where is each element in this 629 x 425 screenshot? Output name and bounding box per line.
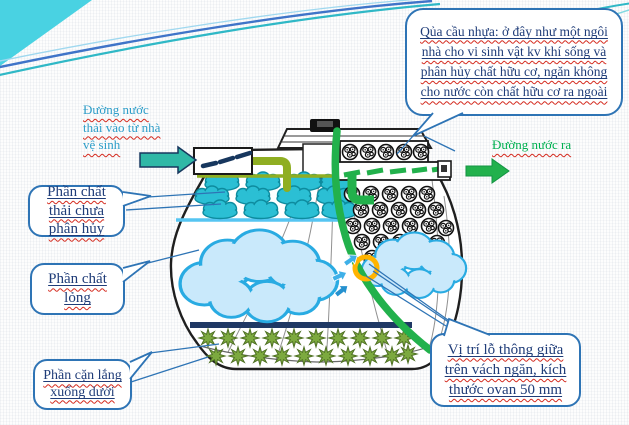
corner-triangle	[0, 0, 92, 66]
callout-plastic-ball: Qủa cầu nhựa: ở đây như một ngôi nhà cho…	[405, 8, 623, 116]
deco-curve-light	[0, 0, 416, 62]
flow-io	[139, 145, 510, 184]
baffle-curve	[331, 127, 434, 354]
callout-sediment-text: Phần cặn lắng xuống dưới	[43, 368, 122, 400]
callout-plastic-ball-text: Qủa cầu nhựa: ở đây như một ngôi nhà cho…	[420, 23, 608, 100]
inlet-arrow-icon	[139, 145, 198, 175]
leader-lines	[125, 135, 456, 383]
vent-ring-icon	[352, 254, 380, 282]
outlet-arrow-icon	[465, 158, 510, 184]
callout-vent-hole: Vị trí lỗ thông giữa trên vách ngăn, kíc…	[430, 333, 581, 407]
callout-undigested-text: Phần chất thải chưa phân hủy	[47, 183, 106, 238]
outlet-flow-label-text: Đường nước ra	[492, 137, 572, 152]
inlet-pipe-elbow	[246, 157, 291, 192]
sludge-divider-bar	[190, 322, 412, 328]
deco-curve-blue	[0, 0, 433, 69]
outlet-elbow-pipe	[347, 172, 374, 205]
inlet-flow-label: Đường nước thải vào từ nhà vệ sinh	[83, 101, 171, 154]
callout-undigested-waste: Phần chất thải chưa phân hủy	[28, 183, 125, 238]
inlet-flow-label-text: Đường nước thải vào từ nhà vệ sinh	[83, 102, 161, 153]
callout-liquid-part: Phần chất lỏng	[30, 263, 125, 315]
baffle-and-vent	[330, 127, 434, 354]
callout-sediment: Phần cặn lắng xuống dưới	[33, 359, 132, 410]
callout-liquid-text: Phần chất lỏng	[48, 271, 107, 306]
inlet-pipe-dashes	[200, 150, 253, 169]
outlet-flow-label: Đường nước ra	[492, 136, 571, 154]
deco-curve-teal	[0, 2, 441, 77]
callout-vent-hole-text: Vị trí lỗ thông giữa trên vách ngăn, kíc…	[444, 341, 567, 399]
tank-contents	[176, 140, 455, 366]
